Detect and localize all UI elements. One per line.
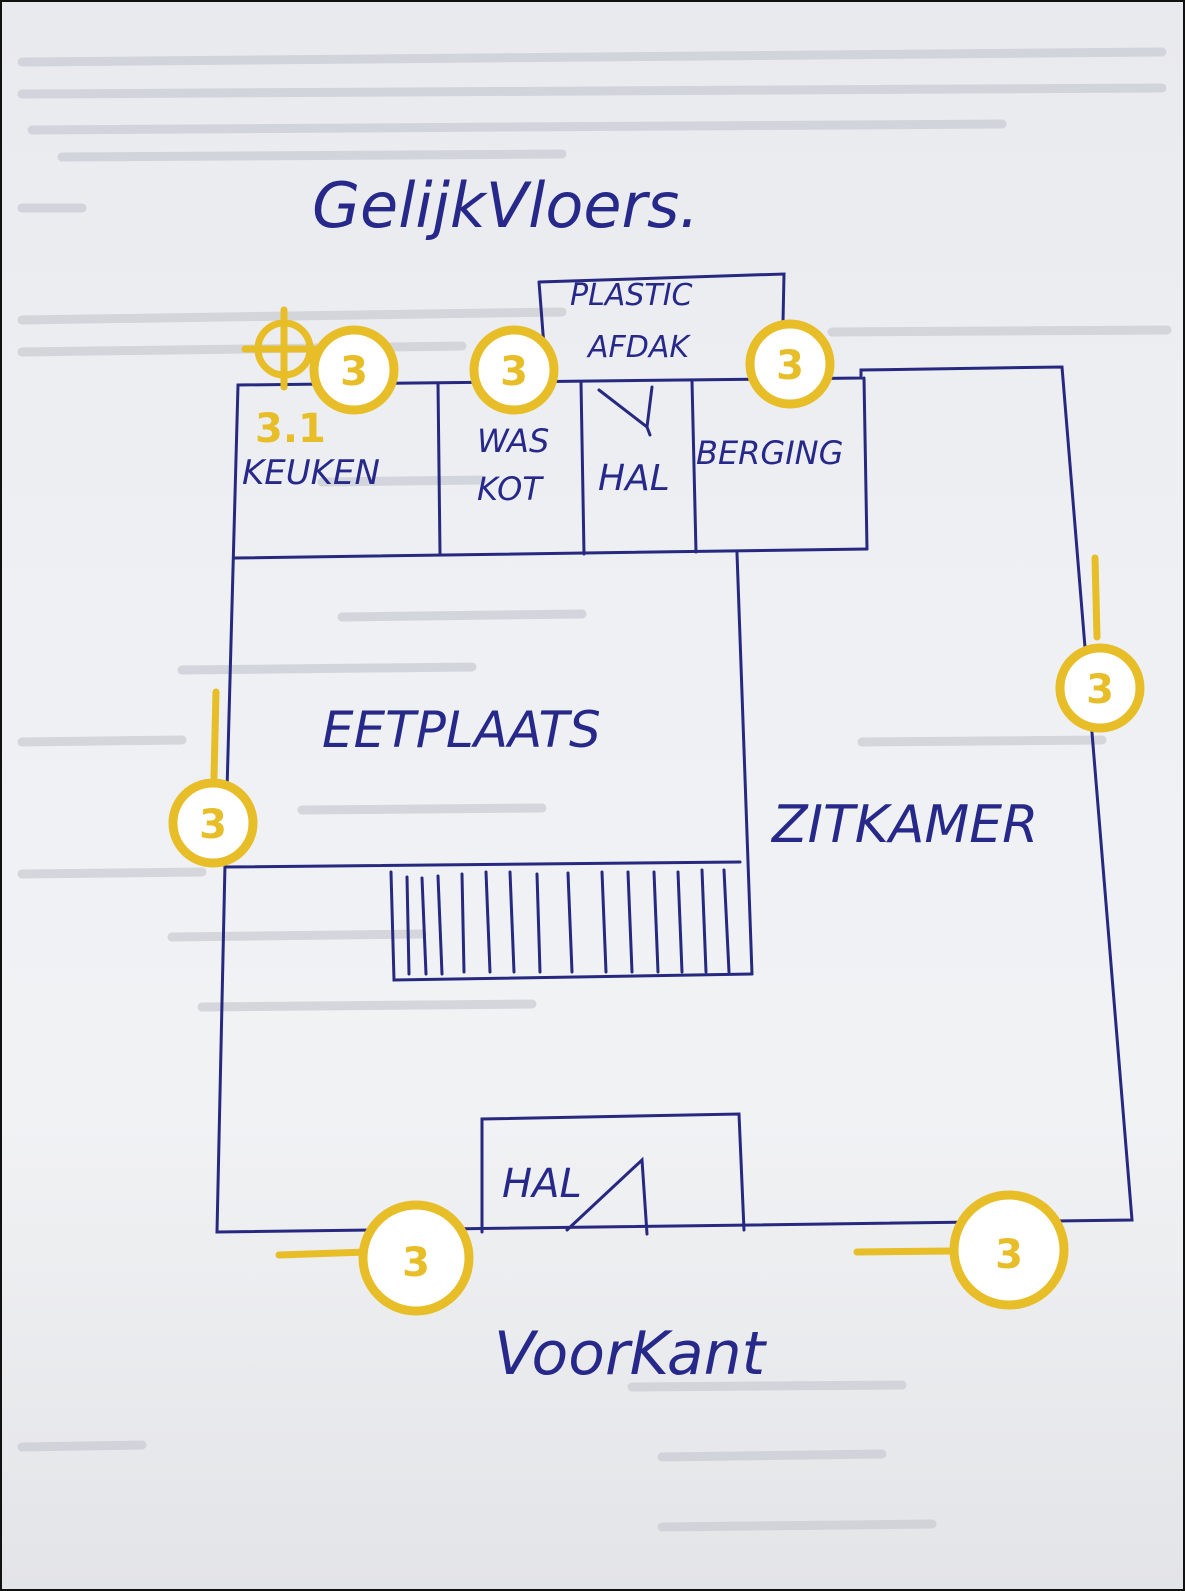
- room-label-kitchen: KEUKEN: [242, 453, 380, 493]
- annotation-marker[interactable]: 3: [168, 778, 258, 868]
- annotation-marker-label: 3: [500, 349, 528, 395]
- annotation-marker-label: 3: [340, 349, 368, 395]
- annotation-marker[interactable]: 3: [358, 1200, 474, 1316]
- room-labels: PLASTIC AFDAK KEUKEN WAS KOT HAL BERGING…: [242, 278, 1038, 1207]
- annotation-marker[interactable]: 3: [745, 319, 835, 409]
- room-label-kot: KOT: [477, 470, 544, 508]
- annotation-marker-label: 3: [776, 343, 804, 389]
- annotation-marker-label: 3: [199, 802, 227, 848]
- room-label-hall-front: HAL: [502, 1161, 582, 1207]
- annotation-marker-label: 3: [995, 1232, 1023, 1278]
- room-label-plastic: PLASTIC: [570, 278, 693, 313]
- room-label-storage: BERGING: [696, 434, 843, 472]
- annotation-marker[interactable]: 3: [949, 1190, 1069, 1310]
- annotation-marker-label: 3: [1086, 667, 1114, 713]
- target-label: 3.1: [255, 406, 326, 452]
- staircase-treads: [405, 868, 731, 976]
- room-label-was: WAS: [477, 422, 549, 460]
- room-label-hall-back: HAL: [598, 458, 670, 499]
- room-label-living: ZITKAMER: [770, 795, 1038, 855]
- annotation-marker[interactable]: 3: [469, 325, 559, 415]
- annotation-marker-label: 3: [402, 1240, 430, 1286]
- annotation-marker[interactable]: 3: [309, 325, 399, 415]
- annotation-leaders: [210, 554, 1101, 1259]
- room-label-dining: EETPLAATS: [322, 701, 601, 759]
- annotation-marker[interactable]: 3: [1055, 643, 1145, 733]
- target-crosshair-icon[interactable]: [241, 306, 326, 391]
- drawing-footer: VoorKant: [494, 1319, 768, 1389]
- room-label-afdak: AFDAK: [586, 330, 691, 365]
- drawing-title: GelijkVloers.: [312, 169, 699, 242]
